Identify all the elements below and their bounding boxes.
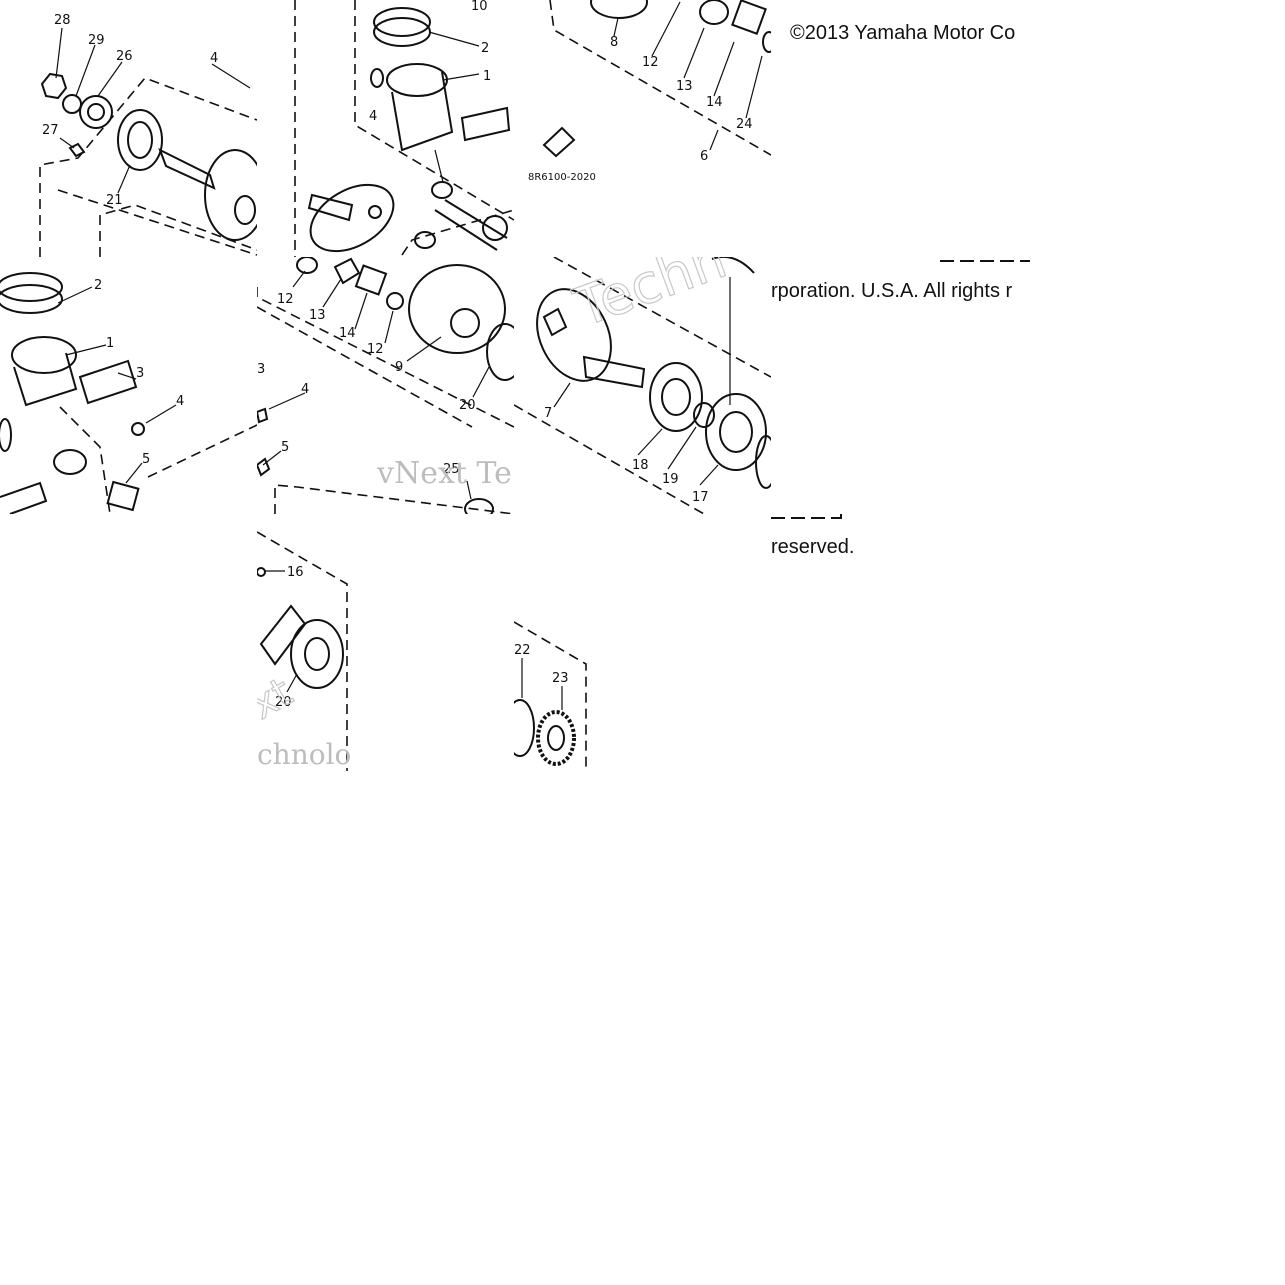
copyright-line-2: rporation. U.S.A. All rights r xyxy=(771,280,1013,302)
callout-4: 4 xyxy=(369,109,377,124)
callout-8: 8 xyxy=(610,35,618,50)
callout-14: 14 xyxy=(339,326,356,341)
callout-1: 1 xyxy=(106,336,114,351)
callout-23: 23 xyxy=(552,671,569,686)
callout-3: 3 xyxy=(136,366,144,381)
callout-2: 2 xyxy=(481,41,489,56)
diagram-tile-lower-bearing: 16 20 chnolo xt xyxy=(257,514,360,771)
diagram-tile-crank-right: 7 18 19 17 Techn xyxy=(514,257,771,514)
dashed-line-fragment xyxy=(940,260,1030,262)
callout-17: 17 xyxy=(692,490,709,505)
diagram-tile-crank-left: 28 29 26 4 27 21 xyxy=(0,0,257,257)
callout-1: 1 xyxy=(483,69,491,84)
copyright-line-1: ©2013 Yamaha Motor Co xyxy=(790,22,1016,44)
callout-26: 26 xyxy=(116,49,133,64)
callout-20: 20 xyxy=(459,398,476,413)
callout-28: 28 xyxy=(54,13,71,28)
callout-6: 6 xyxy=(700,149,708,164)
callout-5: 5 xyxy=(142,452,150,467)
callout-4: 4 xyxy=(210,51,218,66)
callout-22: 22 xyxy=(514,643,531,658)
nut-shape xyxy=(40,72,68,100)
callout-13: 13 xyxy=(676,79,693,94)
callout-12: 12 xyxy=(642,55,659,70)
callout-20: 20 xyxy=(275,695,292,710)
callout-27: 27 xyxy=(42,123,59,138)
diagram-tile-crank-center: 12 13 14 12 9 20 3 4 5 25 vNext Te xyxy=(257,257,514,514)
dashed-line-fragment-2 xyxy=(771,512,842,519)
diagram-tile-piston-upper: 10 2 1 4 xyxy=(257,0,514,257)
callout-13: 13 xyxy=(309,308,326,323)
callout-5: 5 xyxy=(281,440,289,455)
watermark-text: vNext Te xyxy=(376,456,512,491)
watermark-text-lower: chnolo xyxy=(257,738,351,771)
callout-3: 3 xyxy=(257,362,265,377)
callout-7: 7 xyxy=(544,406,552,421)
callout-10: 10 xyxy=(471,0,488,14)
diagram-tile-piston-lower: 2 1 3 4 5 xyxy=(0,257,257,514)
watermark-outline: Techn xyxy=(566,257,734,340)
callout-21: 21 xyxy=(106,193,123,208)
part-code: 8R6100-2020 xyxy=(528,172,596,183)
callout-4: 4 xyxy=(301,382,309,397)
callout-12: 12 xyxy=(367,342,384,357)
watermark-outline-lower: xt xyxy=(257,669,300,729)
copyright-line-3: reserved. xyxy=(771,536,855,558)
callout-25: 25 xyxy=(443,462,460,477)
diagram-tile-gear: 22 23 xyxy=(514,514,588,771)
callout-29: 29 xyxy=(88,33,105,48)
callout-12: 12 xyxy=(277,292,294,307)
callout-9: 9 xyxy=(395,360,403,375)
callout-14: 14 xyxy=(706,95,723,110)
callout-16: 16 xyxy=(287,565,304,580)
callout-4: 4 xyxy=(176,394,184,409)
callout-19: 19 xyxy=(662,472,679,487)
callout-2: 2 xyxy=(94,278,102,293)
diagram-tile-bearings-top: 8 12 13 14 24 6 8R6100-2020 xyxy=(514,0,771,257)
callout-18: 18 xyxy=(632,458,649,473)
callout-24: 24 xyxy=(736,117,753,132)
